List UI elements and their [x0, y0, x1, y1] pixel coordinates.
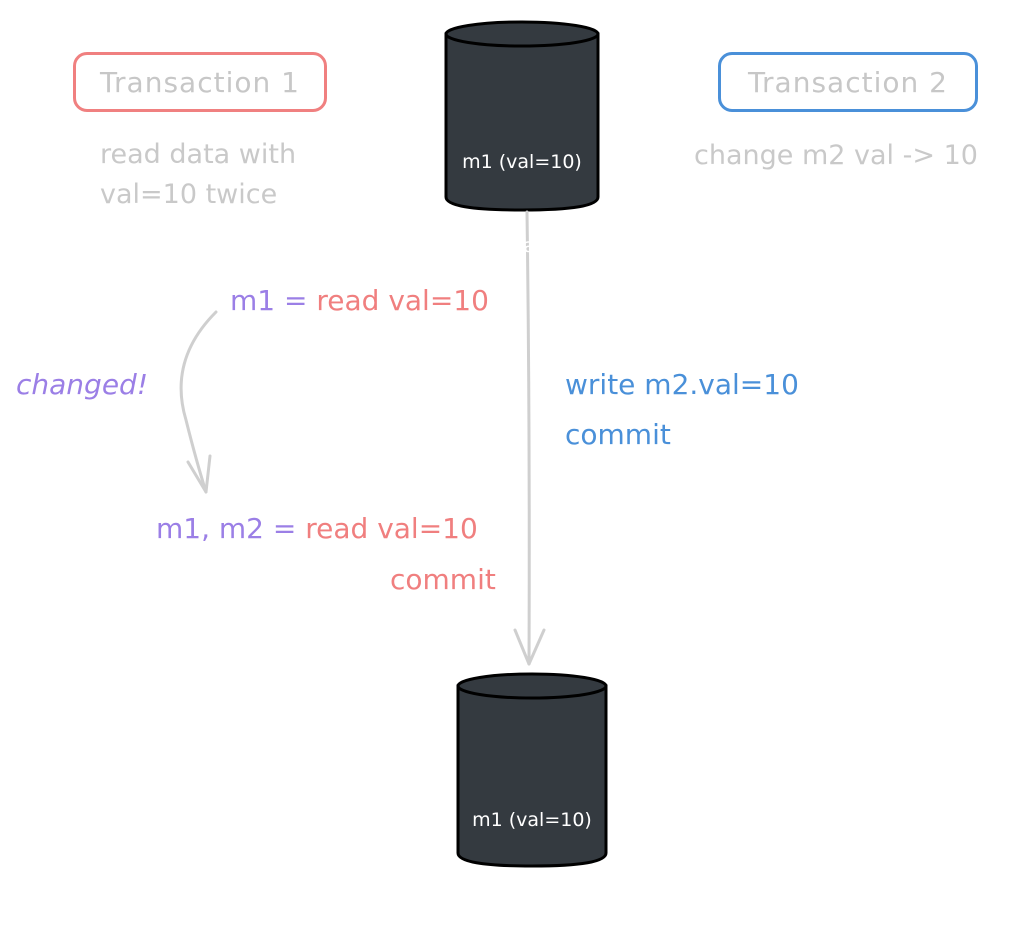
changed-label: changed! — [16, 368, 149, 401]
database-transition-arrow — [513, 210, 546, 666]
database-after — [456, 672, 608, 868]
diagram-canvas — [179, 20, 608, 868]
transaction1-step2: m1, m2 = read val=10 — [156, 512, 478, 545]
step2-variable: m1, m2 = — [156, 512, 297, 545]
database-before — [444, 20, 600, 212]
transaction2-note: change m2 val -> 10 — [694, 140, 978, 171]
step1-operation: read val=10 — [316, 284, 489, 317]
database-before-contents: m1 (val=10) m2 (val=5) — [446, 92, 598, 288]
transaction2-write: write m2.val=10 — [565, 368, 799, 401]
transaction1-box: Transaction 1 — [73, 52, 327, 112]
step1-variable: m1 = — [230, 284, 308, 317]
database-after-line2: m2 (val=10) — [472, 893, 592, 915]
transaction1-step1: m1 = read val=10 — [230, 284, 489, 317]
database-before-line2: m2 (val=5) — [468, 235, 576, 257]
transaction1-title: Transaction 1 — [100, 65, 300, 99]
database-after-line1: m1 (val=10) — [472, 809, 592, 831]
database-after-contents: m1 (val=10) m2 (val=10) — [458, 750, 606, 946]
transaction1-commit: commit — [390, 563, 496, 596]
transaction2-box: Transaction 2 — [718, 52, 978, 112]
changed-arrow — [179, 310, 218, 494]
transaction2-title: Transaction 2 — [748, 65, 948, 99]
database-before-line1: m1 (val=10) — [462, 151, 582, 173]
step2-operation: read val=10 — [305, 512, 478, 545]
transaction1-note: read data with val=10 twice — [100, 139, 297, 210]
transaction2-commit: commit — [565, 418, 671, 451]
